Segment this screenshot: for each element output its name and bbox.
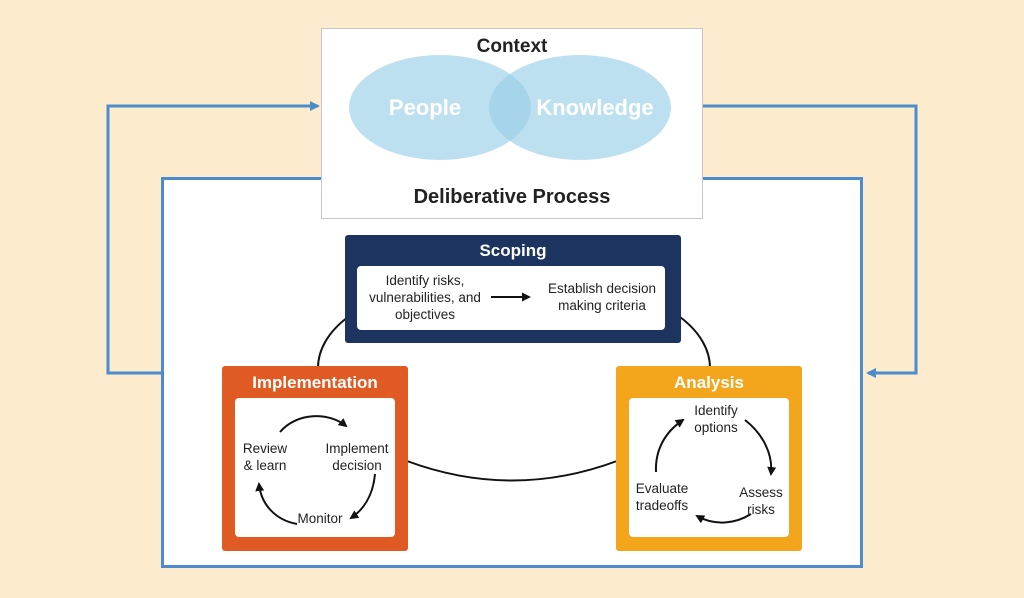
feedback-arrow-left xyxy=(106,101,320,375)
scoping-step-establish: Establish decision making criteria xyxy=(547,281,657,313)
deliberative-process-title: Deliberative Process xyxy=(413,186,611,208)
impl-arrow-left xyxy=(255,482,298,525)
scoping-title: Scoping xyxy=(479,241,547,260)
analysis-panel: Analysis Identify options Assess risks E… xyxy=(616,366,802,551)
context-title: Context xyxy=(476,36,548,57)
knowledge-label: Knowledge xyxy=(536,95,654,120)
implementation-panel: Implementation Implement decision Monito… xyxy=(222,366,408,551)
process-cycle-right-arc xyxy=(679,316,711,369)
impl-step-implement: Implement decision xyxy=(325,441,389,473)
impl-arrow-right xyxy=(349,473,376,520)
knowledge-circle xyxy=(489,55,671,160)
analysis-content: Identify options Assess risks Evaluate t… xyxy=(629,398,789,537)
analysis-arrow-right xyxy=(744,419,777,476)
analysis-step-identify: Identify options xyxy=(694,403,738,435)
impl-step-monitor: Monitor xyxy=(297,511,343,526)
process-cycle-bottom-arc xyxy=(406,460,618,482)
implementation-content: Implement decision Monitor Review & lear… xyxy=(235,398,395,537)
analysis-step-assess: Assess risks xyxy=(739,485,783,517)
impl-arrow-top xyxy=(279,415,348,433)
scoping-step-identify: Identify risks, vulnerabilities, and obj… xyxy=(369,273,481,322)
people-label: People xyxy=(388,95,462,120)
implementation-title: Implementation xyxy=(252,373,378,392)
analysis-arrow-bottom xyxy=(695,513,752,524)
process-cycle-left-arc xyxy=(317,316,349,369)
implementation-cycle-arrows xyxy=(255,415,376,525)
scoping-content: Identify risks, vulnerabilities, and obj… xyxy=(357,266,665,330)
scoping-panel: Scoping Identify risks, vulnerabilities,… xyxy=(345,235,681,343)
impl-step-review: Review & learn xyxy=(242,441,288,473)
scoping-arrow xyxy=(491,292,531,302)
analysis-title: Analysis xyxy=(674,373,744,392)
feedback-arrow-right xyxy=(703,104,918,378)
analysis-step-evaluate: Evaluate tradeoffs xyxy=(635,481,689,513)
analysis-cycle-arrows xyxy=(654,418,777,524)
analysis-arrow-left xyxy=(654,418,685,473)
